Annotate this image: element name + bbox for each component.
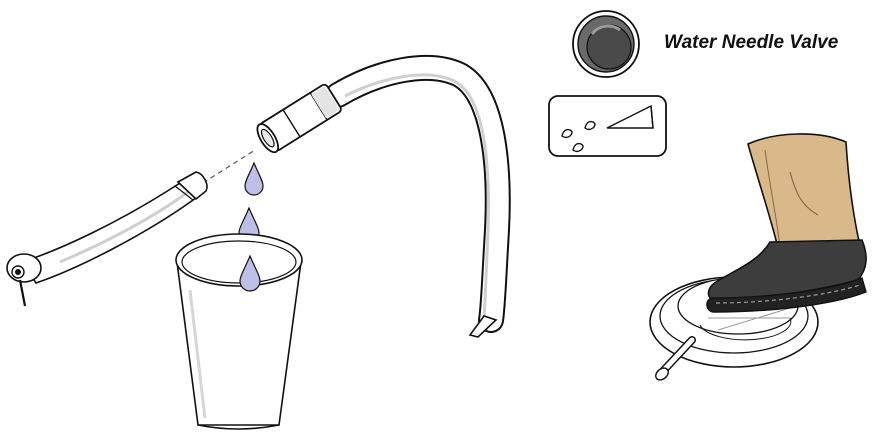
needle-valve-knob-icon	[573, 11, 639, 77]
water-spray-symbol-icon	[549, 96, 666, 156]
paper-cup-icon	[176, 234, 302, 429]
boot-icon	[707, 134, 866, 312]
water-drop-icon	[245, 163, 263, 195]
water-needle-valve-label: Water Needle Valve	[664, 32, 838, 54]
dental-handpiece-icon	[7, 172, 207, 306]
